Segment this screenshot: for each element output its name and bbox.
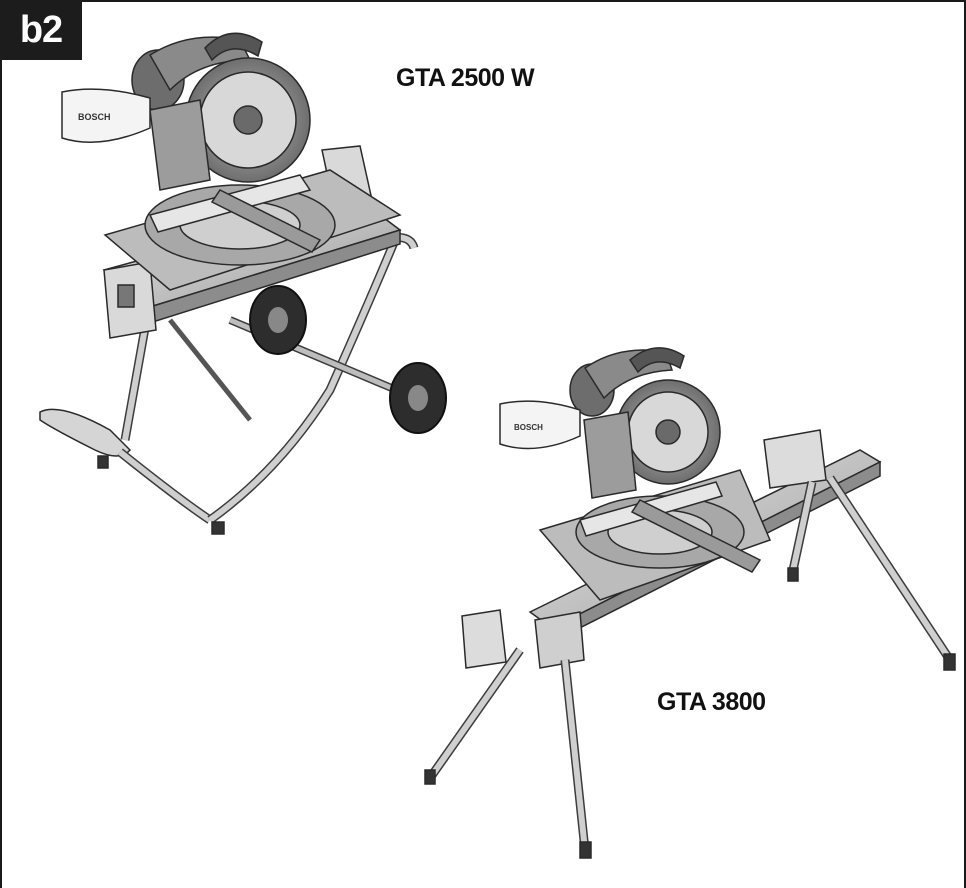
miter-saw-illustration-2 <box>499 347 772 601</box>
figure-badge: b2 <box>0 0 82 60</box>
model-label-gta3800: GTA 3800 <box>657 688 766 716</box>
model-label-gta2500w: GTA 2500 W <box>396 64 535 92</box>
brand-mark-1: BOSCH <box>78 112 111 122</box>
brand-mark-2: BOSCH <box>514 423 543 432</box>
miter-saw-illustration <box>61 32 402 291</box>
wheel-icon <box>249 285 447 434</box>
